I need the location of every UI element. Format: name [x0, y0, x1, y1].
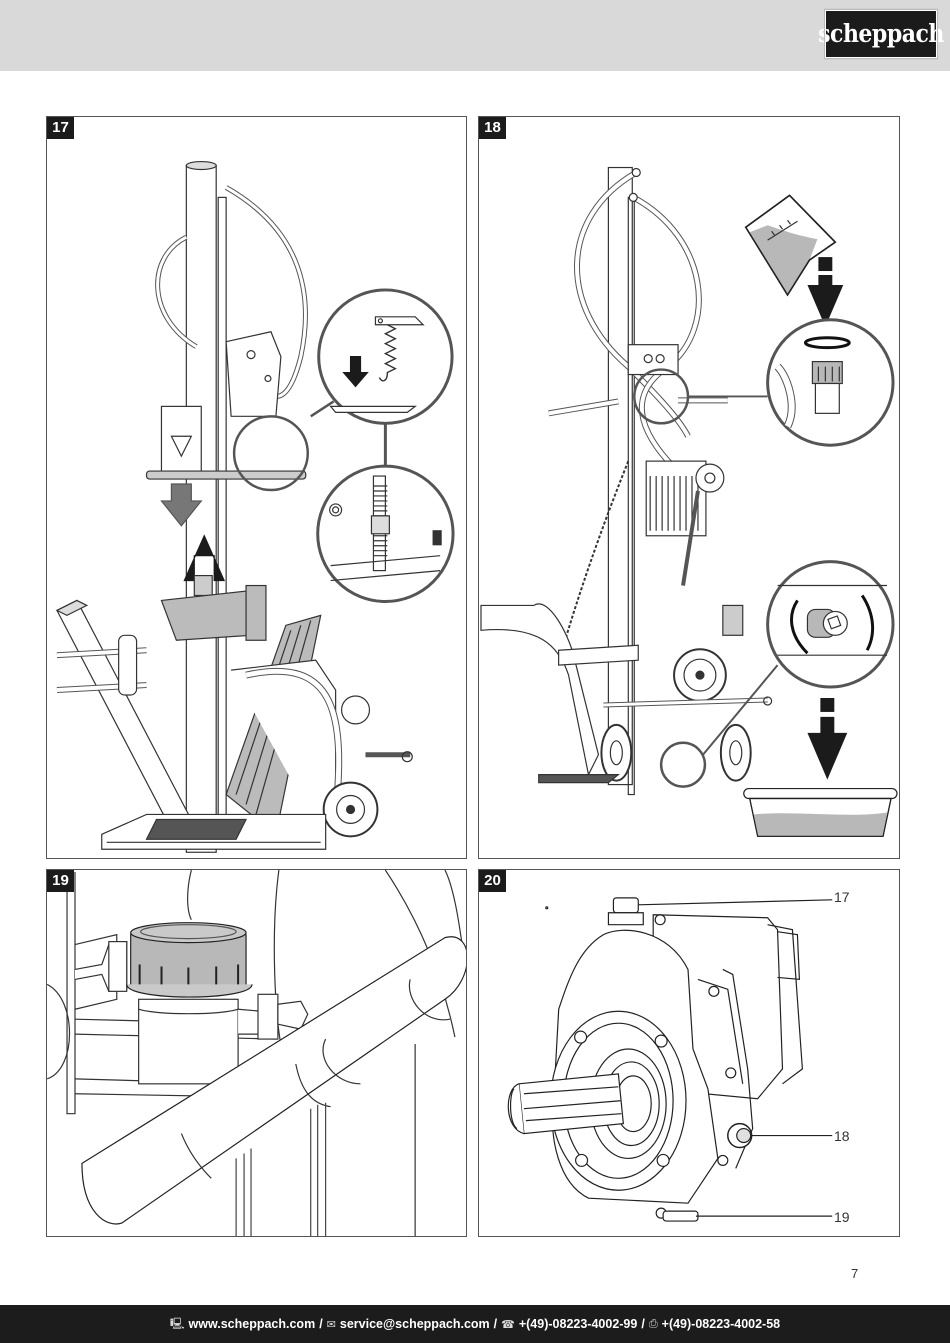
- website-link[interactable]: www.scheppach.com: [188, 1317, 316, 1331]
- fax-icon: ⎙: [648, 1317, 658, 1330]
- figure-19: 19: [46, 869, 467, 1237]
- fax-number: +(49)-08223-4002-58: [661, 1317, 781, 1331]
- separator: /: [493, 1317, 498, 1331]
- phone-number: +(49)-08223-4002-99: [518, 1317, 638, 1331]
- header-band: scheppach: [0, 0, 950, 71]
- figure-18: 18: [478, 116, 900, 859]
- oil-beaker-icon: [744, 194, 837, 297]
- oil-tray-icon: [743, 787, 898, 837]
- computer-icon: 🖳: [169, 1317, 185, 1330]
- callout-17: 17: [834, 889, 850, 905]
- oil-filler-cap-illustration: [47, 870, 466, 1236]
- figure-label: 18: [479, 117, 506, 139]
- footer-contact-bar: 🖳 www.scheppach.com / ✉ service@scheppac…: [0, 1305, 950, 1343]
- callout-19: 19: [834, 1209, 850, 1225]
- callout-18: 18: [834, 1128, 850, 1144]
- brand-logo: scheppach: [818, 8, 944, 60]
- email-link[interactable]: service@scheppach.com: [339, 1317, 490, 1331]
- figure-label: 17: [47, 117, 74, 139]
- figure-17: 17: [46, 116, 467, 859]
- separator: /: [319, 1317, 323, 1331]
- figure-label: 20: [479, 870, 506, 892]
- oil-change-illustration: [480, 166, 898, 837]
- figure-label: 19: [47, 870, 74, 892]
- figure-20: 20: [478, 869, 900, 1237]
- mail-icon: ✉: [326, 1318, 336, 1331]
- page-number: 7: [851, 1266, 859, 1281]
- gear-pump-illustration: [507, 897, 833, 1222]
- separator: /: [641, 1317, 645, 1331]
- log-splitter-illustration: [55, 160, 455, 853]
- phone-icon: ☎: [501, 1318, 515, 1331]
